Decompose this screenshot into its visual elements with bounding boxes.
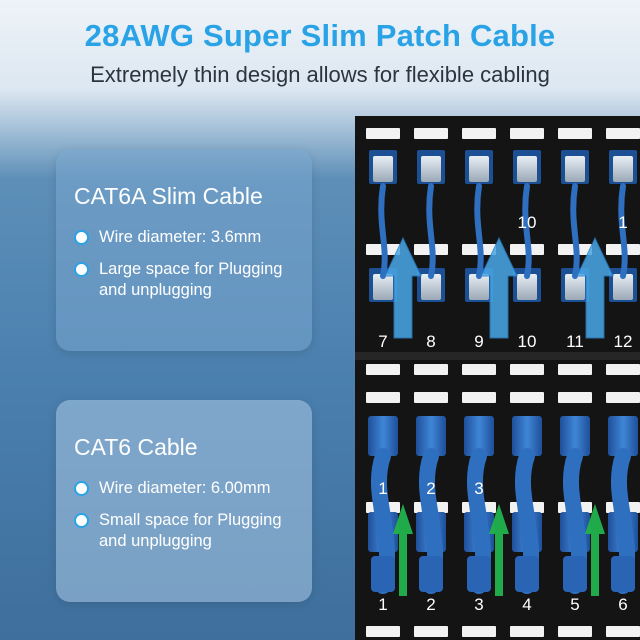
port-number: 4	[522, 595, 531, 614]
keystone-jack	[560, 416, 590, 456]
port-number: 6	[618, 595, 627, 614]
label-strip	[510, 626, 544, 637]
keystone-jack	[464, 416, 494, 456]
slim-diameter-bullet: Wire diameter: 3.6mm	[74, 227, 304, 248]
port-number: 7	[378, 332, 387, 351]
label-strip	[414, 364, 448, 375]
page-title: 28AWG Super Slim Patch Cable	[84, 18, 556, 53]
standard-cable-card: CAT6 Cable Wire diameter: 6.00mm Small s…	[56, 400, 312, 602]
slim-space-text: Large space for Plugging and unplugging	[99, 260, 283, 299]
label-strip	[462, 626, 496, 637]
label-strip	[558, 128, 592, 139]
label-strip	[366, 626, 400, 637]
up-arrow-icon	[576, 236, 614, 339]
slim-cable	[378, 183, 388, 279]
keystone-jack	[608, 416, 638, 456]
bullet-icon	[74, 230, 89, 245]
port-number: 3	[474, 595, 483, 614]
port-number: 5	[570, 595, 579, 614]
slim-diameter-text: Wire diameter: 3.6mm	[99, 228, 262, 246]
slim-cable	[426, 183, 436, 279]
up-arrow-icon	[489, 504, 509, 596]
label-strip	[462, 392, 496, 403]
slim-cable	[618, 183, 628, 279]
label-strip	[606, 392, 640, 403]
label-strip	[414, 626, 448, 637]
rj45-plug	[421, 274, 441, 300]
label-strip	[606, 128, 640, 139]
label-strip	[606, 364, 640, 375]
cable-boot	[611, 556, 635, 592]
slim-cable-card: CAT6A Slim Cable Wire diameter: 3.6mm La…	[56, 149, 312, 351]
slim-space-bullet: Large space for Plugging and unplugging	[74, 259, 304, 301]
label-strip	[510, 364, 544, 375]
standard-cable-title: CAT6 Cable	[74, 434, 198, 460]
bullet-icon	[74, 481, 89, 496]
port-number: 1	[378, 479, 387, 498]
port-number: 9	[474, 332, 483, 351]
rj45-plug	[421, 156, 441, 182]
port-number: 1	[618, 213, 627, 232]
keystone-jack	[512, 416, 542, 456]
rj45-plug	[517, 156, 537, 182]
port-number: 8	[426, 332, 435, 351]
label-strip	[462, 128, 496, 139]
cable-boot	[467, 556, 491, 592]
standard-patch-panel	[366, 364, 640, 637]
bullet-icon	[74, 262, 89, 277]
standard-diameter-bullet: Wire diameter: 6.00mm	[74, 478, 304, 499]
label-strip	[510, 128, 544, 139]
up-arrow-icon	[384, 236, 422, 339]
label-strip	[510, 392, 544, 403]
slim-cable	[522, 183, 532, 279]
rj45-plug	[469, 274, 489, 300]
standard-space-bullet: Small space for Plugging and unplugging	[74, 510, 304, 552]
keystone-jack	[368, 416, 398, 456]
slim-cable-title: CAT6A Slim Cable	[74, 183, 263, 209]
header: 28AWG Super Slim Patch Cable Extremely t…	[0, 0, 640, 110]
cable-boot	[563, 556, 587, 592]
slim-cable	[570, 183, 580, 279]
label-strip	[606, 626, 640, 637]
keystone-jack	[416, 416, 446, 456]
label-strip	[366, 392, 400, 403]
port-number: 10	[518, 213, 537, 232]
port-number: 2	[426, 595, 435, 614]
rj45-plug	[373, 156, 393, 182]
rj45-plug	[517, 274, 537, 300]
standard-space-text: Small space for Plugging and unplugging	[99, 511, 282, 550]
rj45-plug	[565, 274, 585, 300]
label-strip	[366, 128, 400, 139]
port-number: 10	[518, 332, 537, 351]
label-strip	[558, 392, 592, 403]
label-strip	[558, 364, 592, 375]
up-arrow-icon	[585, 504, 605, 596]
port-number: 3	[474, 479, 483, 498]
label-strip	[462, 364, 496, 375]
rj45-plug	[613, 274, 633, 300]
up-arrow-icon	[480, 236, 518, 339]
label-strip	[558, 626, 592, 637]
port-number: 1	[378, 595, 387, 614]
label-strip	[366, 364, 400, 375]
label-strip	[414, 128, 448, 139]
cable-boot	[371, 556, 395, 592]
rj45-plug	[613, 156, 633, 182]
rj45-plug	[373, 274, 393, 300]
up-arrow-icon	[393, 504, 413, 596]
port-number: 12	[614, 332, 633, 351]
cable-boot	[419, 556, 443, 592]
port-number: 2	[426, 479, 435, 498]
bullet-icon	[74, 513, 89, 528]
cable-boot	[515, 556, 539, 592]
rj45-plug	[565, 156, 585, 182]
label-strip	[414, 392, 448, 403]
slim-cable	[474, 183, 484, 279]
rj45-plug	[469, 156, 489, 182]
port-number: 11	[566, 332, 584, 351]
page-subtitle: Extremely thin design allows for flexibl…	[90, 62, 550, 87]
standard-diameter-text: Wire diameter: 6.00mm	[99, 479, 271, 497]
panel-rail	[355, 352, 640, 360]
